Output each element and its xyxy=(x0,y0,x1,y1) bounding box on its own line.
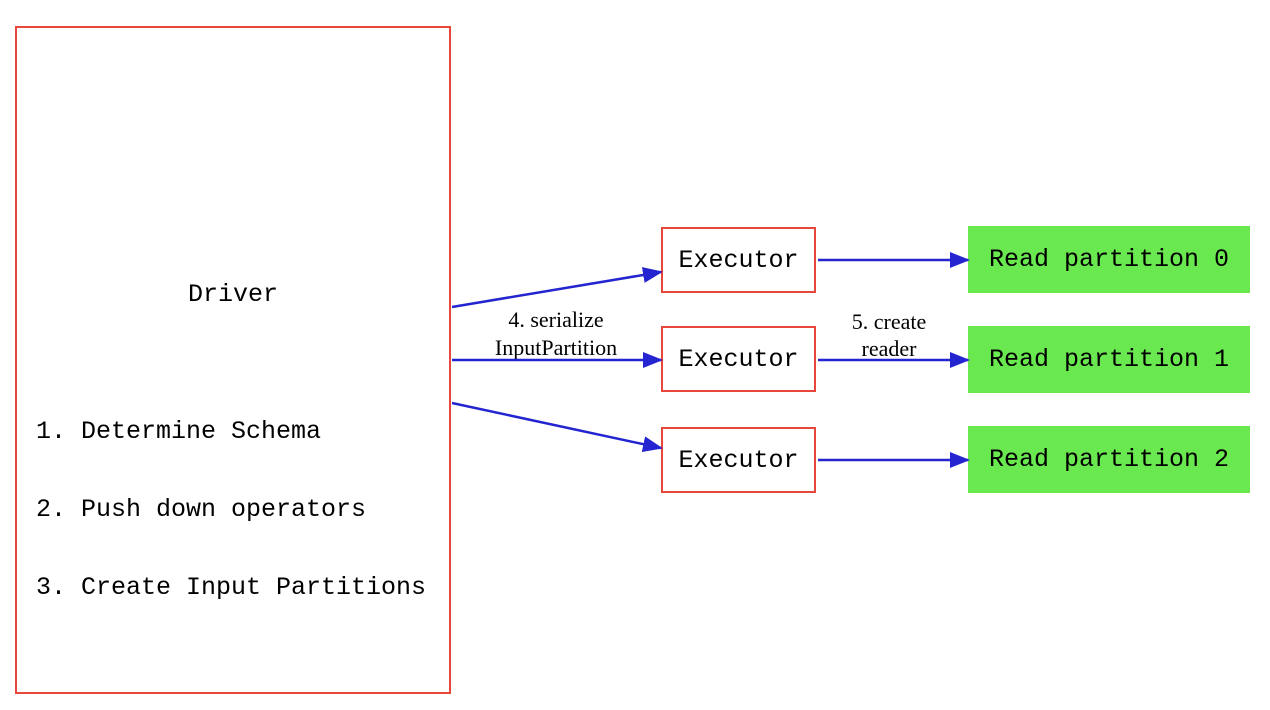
arrow-driver-to-executor-1 xyxy=(451,267,663,309)
executor-box-1: Executor xyxy=(661,227,816,293)
create-reader-label: 5. create reader xyxy=(789,308,989,362)
serialize-inputpartition-label: 4. serialize InputPartition xyxy=(446,306,666,362)
executor-label-1: Executor xyxy=(678,245,799,275)
driver-step-3: 3. Create Input Partitions xyxy=(36,573,427,602)
executor-box-3: Executor xyxy=(661,427,816,493)
driver-box: Driver 1. Determine Schema 2. Push down … xyxy=(15,26,451,694)
driver-step-1: 1. Determine Schema xyxy=(36,417,322,446)
read-partition-box-2: Read partition 2 xyxy=(968,426,1250,493)
create-reader-label-line2: reader xyxy=(861,336,917,361)
driver-steps-list: 1. Determine Schema 2. Push down operato… xyxy=(36,367,426,653)
driver-step-2: 2. Push down operators xyxy=(36,495,367,524)
driver-title: Driver xyxy=(187,280,278,309)
executor-label-3: Executor xyxy=(678,445,799,475)
executor-label-2: Executor xyxy=(678,344,799,374)
read-partition-label-0: Read partition 0 xyxy=(988,245,1230,274)
arrow-driver-to-executor-3 xyxy=(451,401,663,453)
serialize-label-line1: 4. serialize xyxy=(508,307,604,332)
create-reader-label-line1: 5. create xyxy=(851,309,927,334)
read-partition-box-0: Read partition 0 xyxy=(968,226,1250,293)
read-partition-label-1: Read partition 1 xyxy=(988,345,1230,374)
read-partition-label-2: Read partition 2 xyxy=(988,445,1230,474)
serialize-label-line2: InputPartition xyxy=(494,335,618,360)
read-partition-box-1: Read partition 1 xyxy=(968,326,1250,393)
executor-box-2: Executor xyxy=(661,326,816,392)
